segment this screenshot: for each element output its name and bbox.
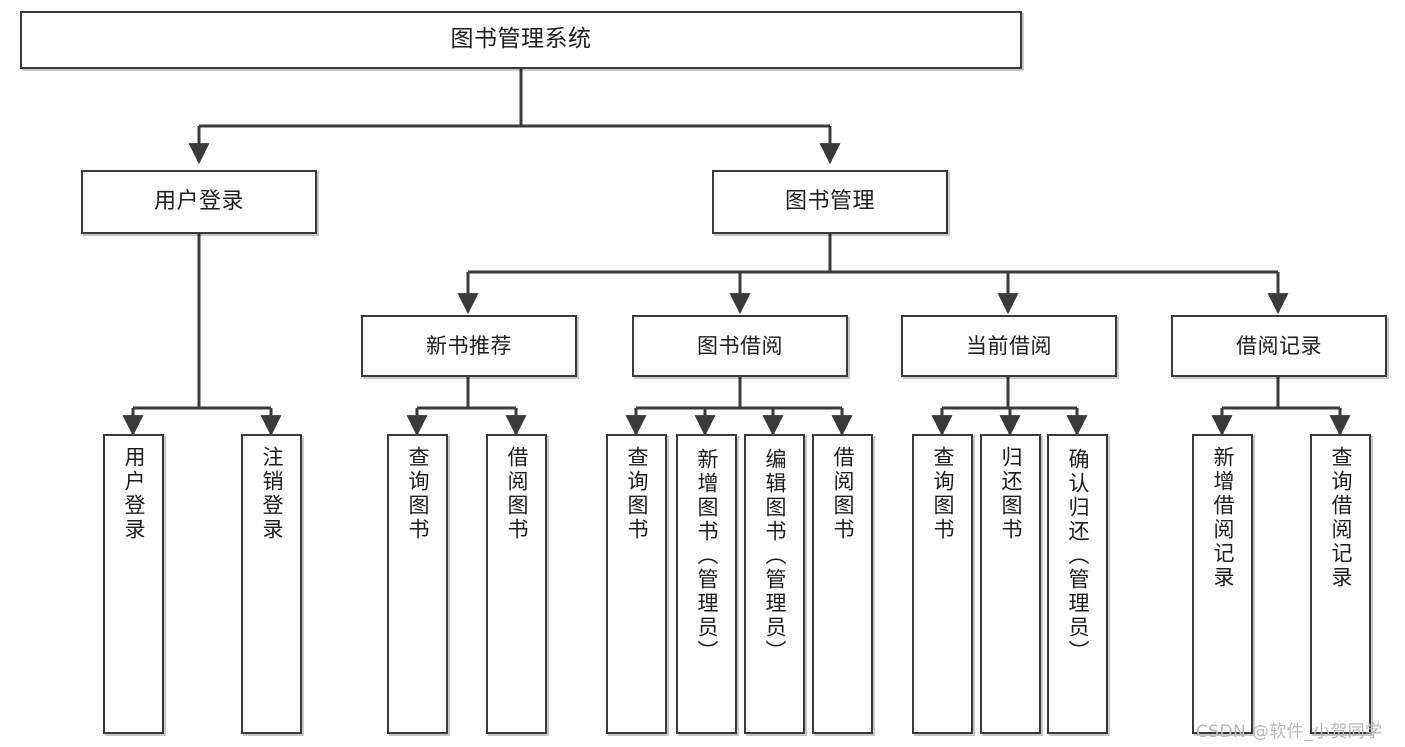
leaf-current-borrow-query-label: 查询图书 <box>931 446 955 542</box>
node-new-book-recommend[interactable]: 新书推荐 <box>361 315 577 377</box>
leaf-book-borrow-add[interactable]: 新增图书（管理员） <box>676 434 737 734</box>
leaf-book-borrow-add-label: 新增图书（管理员） <box>695 448 719 664</box>
leaf-book-borrow-borrow[interactable]: 借阅图书 <box>812 434 873 734</box>
leaf-user-login-logout[interactable]: 注销登录 <box>241 434 302 734</box>
leaf-user-login-login-label: 用户登录 <box>122 446 146 542</box>
leaf-book-borrow-borrow-label: 借阅图书 <box>831 446 855 542</box>
watermark: CSDN @软件_小贺同学 <box>1196 722 1383 742</box>
leaf-book-borrow-query-label: 查询图书 <box>625 446 649 542</box>
leaf-book-borrow-query[interactable]: 查询图书 <box>606 434 667 734</box>
node-root-label: 图书管理系统 <box>450 26 592 53</box>
node-user-login[interactable]: 用户登录 <box>81 170 317 234</box>
node-book-management-label: 图书管理 <box>784 189 875 215</box>
leaf-current-borrow-confirm-label: 确认归还（管理员） <box>1066 448 1090 664</box>
node-current-borrow[interactable]: 当前借阅 <box>901 315 1117 377</box>
leaf-current-borrow-confirm[interactable]: 确认归还（管理员） <box>1047 434 1108 734</box>
node-user-login-label: 用户登录 <box>153 189 244 215</box>
leaf-current-borrow-query[interactable]: 查询图书 <box>912 434 973 734</box>
node-book-borrow-label: 图书借阅 <box>697 333 783 358</box>
leaf-current-borrow-return[interactable]: 归还图书 <box>980 434 1041 734</box>
leaf-current-borrow-return-label: 归还图书 <box>999 446 1023 542</box>
leaf-new-book-query[interactable]: 查询图书 <box>387 434 448 734</box>
leaf-new-book-borrow[interactable]: 借阅图书 <box>486 434 547 734</box>
leaf-book-borrow-edit[interactable]: 编辑图书（管理员） <box>744 434 805 734</box>
node-current-borrow-label: 当前借阅 <box>966 333 1052 358</box>
leaf-user-login-logout-label: 注销登录 <box>260 446 284 542</box>
node-borrow-record-label: 借阅记录 <box>1236 333 1322 358</box>
node-book-borrow[interactable]: 图书借阅 <box>632 315 848 377</box>
leaf-borrow-record-query-label: 查询借阅记录 <box>1329 446 1353 590</box>
leaf-borrow-record-add[interactable]: 新增借阅记录 <box>1192 434 1253 734</box>
node-new-book-recommend-label: 新书推荐 <box>426 333 512 358</box>
leaf-borrow-record-add-label: 新增借阅记录 <box>1211 446 1235 590</box>
node-book-management[interactable]: 图书管理 <box>712 170 948 234</box>
node-root[interactable]: 图书管理系统 <box>20 11 1022 69</box>
leaf-borrow-record-query[interactable]: 查询借阅记录 <box>1310 434 1371 734</box>
leaf-new-book-query-label: 查询图书 <box>406 446 430 542</box>
leaf-new-book-borrow-label: 借阅图书 <box>505 446 529 542</box>
node-borrow-record[interactable]: 借阅记录 <box>1171 315 1387 377</box>
leaf-book-borrow-edit-label: 编辑图书（管理员） <box>763 448 787 664</box>
leaf-user-login-login[interactable]: 用户登录 <box>103 434 164 734</box>
